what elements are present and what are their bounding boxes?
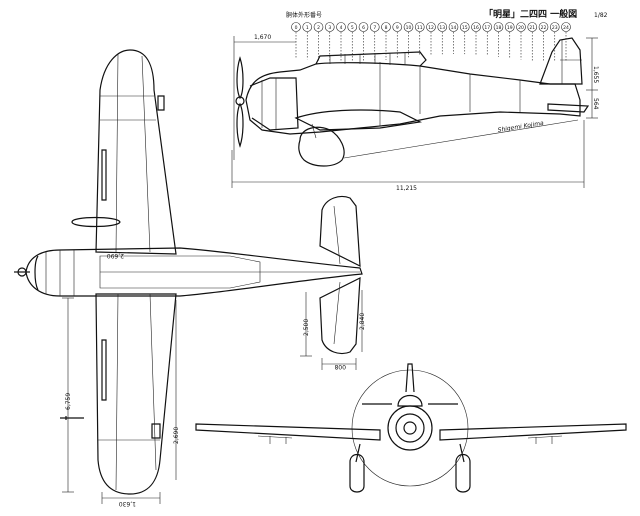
station-number: 1 [306,25,309,31]
station-number: 6 [362,25,365,31]
dim-fuselage-plan: 2,690 [107,252,124,259]
station-number: 14 [451,25,457,31]
station-bubble [414,22,425,32]
station-number: 17 [484,25,490,31]
station-number: 20 [518,25,524,31]
dim-nose-length: 1,670 [254,34,271,41]
station-number: 3 [328,25,331,31]
station-bubble [313,22,324,32]
station-bubble [549,22,560,32]
station-bubble [493,22,504,32]
station-number: 24 [563,25,569,31]
station-number: 7 [373,25,376,31]
dim-elevator: 008 [334,363,346,370]
station-bubble [482,22,493,32]
dim-stab-chord: 2,500 [303,319,310,336]
station-bubble [448,22,459,32]
station-bubble [403,22,414,32]
station-number: 4 [340,25,343,31]
scale-note: 1/82 [594,12,608,19]
station-number: 5 [351,25,354,31]
station-bubble [538,22,549,32]
dim-stab-span: 2,840 [359,313,366,330]
station-number: 23 [552,25,558,31]
station-number: 21 [529,25,535,31]
dim-wing-semispan: 6,759 [65,393,72,410]
dim-tail-upper: 1,655 [592,66,599,83]
station-number: 8 [385,25,388,31]
station-bubble [347,22,358,32]
station-number: 11 [417,25,423,31]
station-bubble [336,22,346,32]
dim-tail-lower: 564 [592,98,599,110]
dim-wing-mid: 2,690 [173,427,180,444]
front-view [195,363,627,493]
station-bubble [426,22,436,32]
station-bubble [459,22,470,32]
station-bubble [437,22,448,32]
station-number: 0 [295,25,298,31]
station-number: 15 [462,25,468,31]
artist-signature: Shigemi Kojima [497,120,544,134]
station-number: 13 [439,25,445,31]
station-bubble [358,22,369,32]
station-number: 2 [317,25,320,31]
dim-wing-chord: 1,630 [119,500,136,507]
station-bubble [392,22,403,32]
station-number: 18 [496,25,502,31]
station-bubble [471,22,481,32]
drawing-title: 「明星」二四四 一般図 [484,8,577,20]
station-number: 16 [473,25,479,31]
station-bubble [516,22,526,32]
station-number: 22 [541,25,547,31]
station-number: 9 [396,25,399,31]
station-bubble [324,22,335,32]
station-bubble [561,22,571,32]
station-number: 10 [406,25,412,31]
station-bubble [504,22,515,32]
station-number: 12 [428,25,434,31]
station-bubble [527,22,538,32]
station-bubble [369,22,380,32]
plan-view: 6,759 2,690 2,690 1,630 2,500 2,840 008 [14,49,366,507]
station-bubble [381,22,391,32]
side-view: 1,670 Shigemi Kojima 1,655 564 [231,34,599,192]
station-number: 19 [507,25,513,31]
dim-overall-length: 11,215 [396,185,417,192]
station-label: 胴体外形番号 [286,11,322,19]
station-bubble [302,22,313,32]
station-bubble [291,22,301,32]
